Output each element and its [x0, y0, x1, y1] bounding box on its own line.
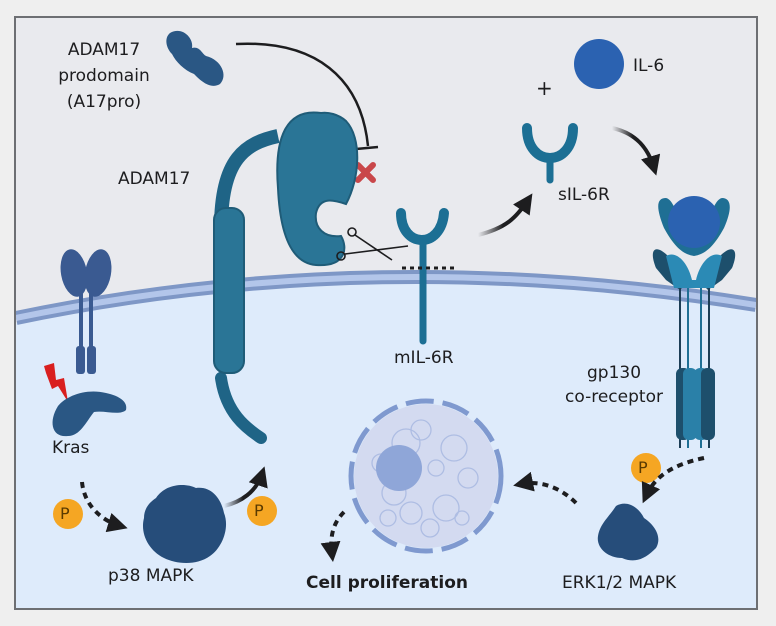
- p38-label: p38 MAPK: [108, 566, 194, 586]
- nucleus: [348, 398, 504, 554]
- erk-protein: [597, 503, 659, 561]
- phospho-label-gp130: P: [638, 458, 648, 477]
- p38-to-adam17-arrow: [223, 466, 268, 508]
- mutation-lightning-icon: [44, 363, 68, 402]
- mil6r-receptor: [396, 208, 449, 345]
- gp130-complex: [652, 196, 736, 448]
- p38-protein: [142, 485, 227, 563]
- phospho-label-kras: P: [60, 504, 70, 523]
- inhibition-line: [235, 42, 370, 147]
- il6-ligand: [574, 39, 624, 89]
- scissors-icon: [336, 227, 409, 261]
- prodomain-label: ADAM17 prodomain (A17pro): [28, 40, 180, 112]
- gp130-label: gp130 co-receptor: [564, 363, 664, 407]
- kras-label: Kras: [52, 438, 90, 458]
- receptor-dimer: [60, 249, 112, 374]
- diagram-canvas: [16, 30, 756, 608]
- nucleus-to-proliferation-arrow: [320, 510, 346, 562]
- adam17-label: ADAM17: [118, 169, 191, 189]
- gp130-label-line2: co-receptor: [565, 387, 663, 407]
- kras-to-p38-arrow: [80, 481, 128, 533]
- erk-label: ERK1/2 MAPK: [562, 573, 677, 593]
- il6-label: IL-6: [633, 56, 665, 76]
- prodomain-icon: [166, 30, 224, 86]
- erk-to-nucleus-arrow: [513, 471, 578, 505]
- plus-sign: +: [536, 76, 553, 100]
- cell-proliferation-label: Cell proliferation: [306, 573, 468, 593]
- prodomain-label-line1: ADAM17: [67, 40, 141, 60]
- sil6r-receptor: [522, 123, 578, 184]
- gp130-to-erk-arrow: [641, 456, 705, 504]
- pathway-diagram: ADAM17 prodomain (A17pro) ADAM17 + IL-6 …: [14, 16, 758, 610]
- mil6r-label: mIL-6R: [394, 348, 454, 368]
- nucleolus: [376, 445, 422, 491]
- prodomain-label-line3: (A17pro): [66, 92, 142, 112]
- gp130-label-line1: gp130: [586, 363, 642, 383]
- prodomain-label-line2: prodomain: [58, 66, 150, 86]
- adam17-protein: [213, 111, 359, 444]
- sil6r-label: sIL-6R: [558, 185, 610, 205]
- binding-arrow: [611, 126, 661, 176]
- phospho-group: [53, 453, 661, 529]
- phospho-label-p38: P: [254, 501, 264, 520]
- inhibit-x-icon: [355, 162, 376, 183]
- kras-protein: [52, 391, 127, 437]
- shedding-arrow: [477, 193, 533, 237]
